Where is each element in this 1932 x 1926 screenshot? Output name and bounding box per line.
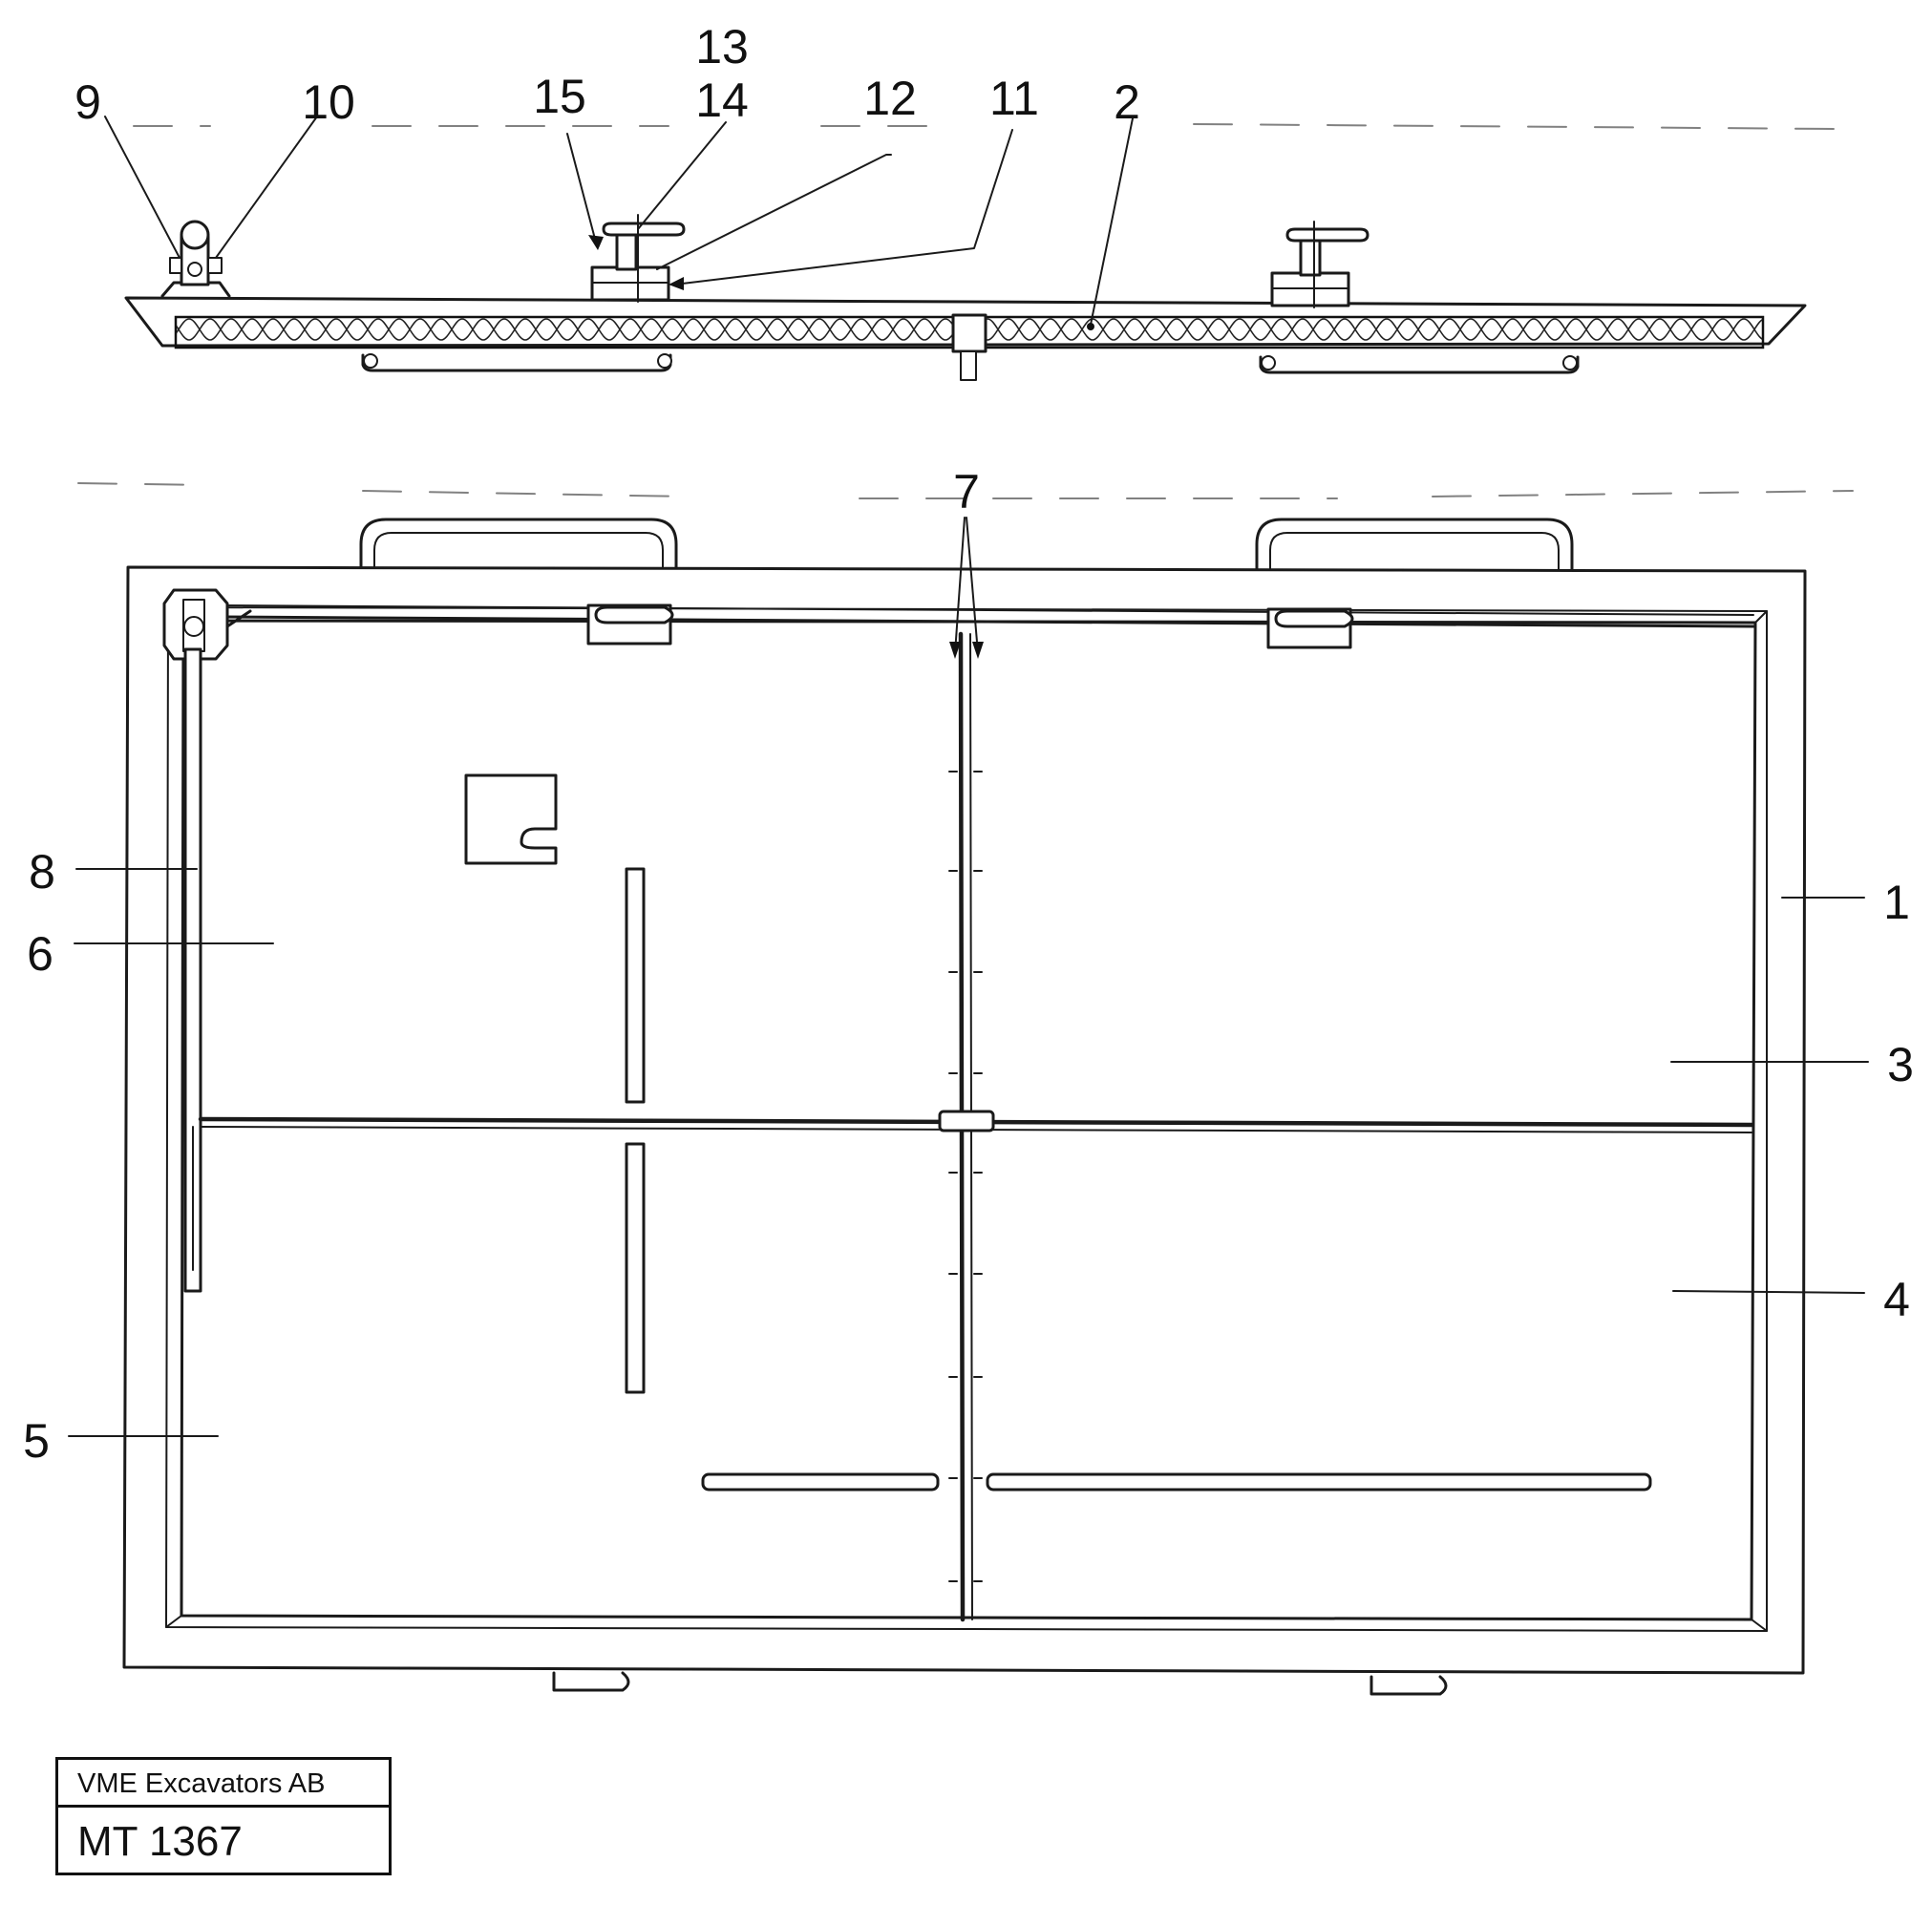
top-rod [218,615,1755,628]
small-plate [464,773,558,865]
leader-10 [215,116,318,259]
under-handle-left [361,353,672,372]
rivet-marks [948,771,983,1582]
hinge-bracket [160,220,231,298]
center-bolt [960,350,977,381]
latch-plan-right [1266,607,1354,649]
callout-3: 3 [1887,1038,1914,1091]
callout-2: 2 [1114,75,1140,129]
stiffener-bottom-right [986,1472,1652,1492]
callout-14: 14 [695,74,749,127]
plan-view [68,482,1869,1696]
panel-top-edge [125,297,1806,307]
bottom-latch-right [1369,1675,1448,1696]
leader-4 [1672,1290,1865,1294]
leader-15-arrow [588,235,604,250]
latch-assembly-right [1270,221,1369,308]
leader-2 [1090,117,1134,326]
under-handle-left-pin-a [363,353,378,369]
top-rod-2 [219,604,1754,616]
callout-6: 6 [27,927,53,981]
top-handle-right [1255,518,1574,571]
latch-plan-left [586,603,674,646]
top-handle-right-inner [1269,532,1560,570]
leader-14 [637,121,727,230]
callout-10: 10 [302,75,355,129]
callout-12: 12 [863,72,917,125]
callout-4: 4 [1883,1273,1910,1326]
stiffener-lower [625,1142,646,1394]
under-handle-right-pin-b [1562,355,1578,370]
under-handle-right-pin-a [1261,355,1276,370]
bottom-latch-left [552,1671,630,1692]
left-rod [183,647,202,1293]
under-handle-right [1259,355,1580,374]
callout-15: 15 [533,70,586,123]
callout-labels: 9 10 15 13 14 12 11 2 7 8 6 5 1 3 4 [23,20,1914,1468]
company-name: VME Excavators AB [58,1760,389,1808]
stiffener-bottom-left [701,1472,940,1492]
under-handle-left-pin-b [657,353,672,369]
leader-15 [566,133,597,243]
leader-11-arrow [669,277,684,290]
callout-13: 13 [695,20,749,74]
top-handle-left-inner [373,532,664,570]
leader-9 [104,116,180,259]
callout-5: 5 [23,1414,50,1468]
callout-11: 11 [989,72,1039,125]
side-section-view [104,116,1835,381]
center-joint [951,313,987,353]
drawing-number: MT 1367 [77,1818,243,1865]
hinge-plan [162,588,252,661]
stiffener-upper [625,867,646,1104]
title-block: VME Excavators AB MT 1367 [55,1757,392,1875]
leader-7b [966,517,979,654]
divider-cross-joint [938,1110,995,1132]
callout-1: 1 [1883,876,1910,929]
leader-11 [673,129,1013,286]
latch-assembly-left [590,214,686,303]
reference-line-mid [77,482,1854,499]
callout-8: 8 [29,845,55,899]
callout-7: 7 [953,465,980,519]
leader-12 [656,154,892,270]
top-handle-left [359,518,678,571]
callout-9: 9 [74,75,101,129]
leader-7a [954,517,966,654]
reference-line-top [133,123,1835,130]
leader-2-dot [1087,323,1094,330]
